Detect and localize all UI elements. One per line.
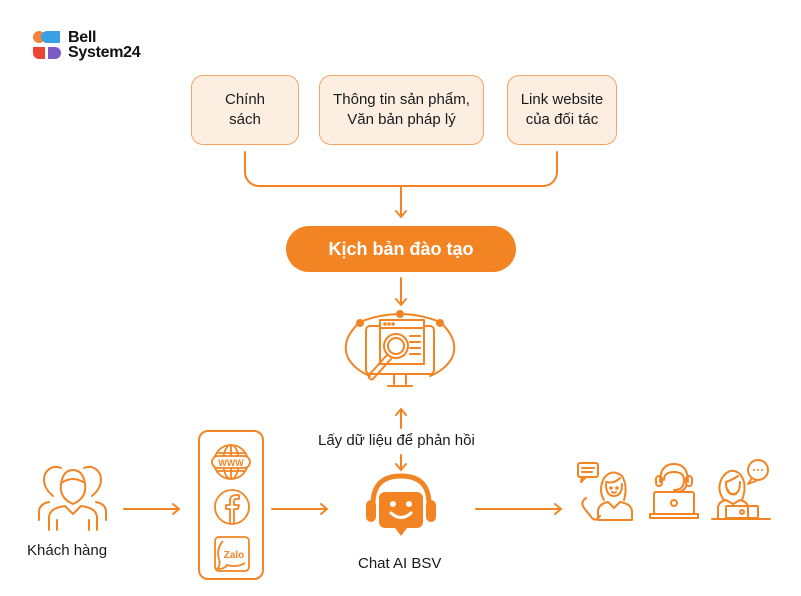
source-box-partner-links: Link website của đối tác (507, 75, 617, 145)
agent-phone-icon (577, 462, 633, 521)
www-text: WWW (218, 458, 244, 468)
customer-label: Khách hàng (27, 542, 108, 559)
customer-group-icon (38, 465, 107, 531)
channels-panel: WWW Zalo (198, 430, 264, 580)
zalo-text: Zalo (224, 550, 245, 561)
agent-laptop-headset-icon (649, 463, 699, 519)
monitor-search-icon (344, 310, 456, 387)
training-script-pill: Kịch bản đào tạo (286, 226, 516, 272)
bracket-connector (244, 151, 558, 187)
agent-chat-laptop-icon (711, 459, 771, 520)
zalo-icon[interactable]: Zalo (213, 535, 251, 573)
chatbot-label: Chat AI BSV (358, 555, 442, 572)
source-label-line2: Văn bản pháp lý (347, 111, 456, 128)
www-globe-icon[interactable]: WWW (211, 442, 251, 482)
source-label-line1: Chính (224, 91, 266, 108)
brand-name-line1: Bell (68, 29, 97, 46)
training-script-label: Kịch bản đào tạo (328, 238, 474, 259)
source-box-policy: Chính sách (191, 75, 299, 145)
brand-name-line2: System24 (68, 44, 141, 61)
facebook-icon[interactable] (212, 487, 252, 527)
data-retrieval-label: Lấy dữ liệu để phản hồi (318, 432, 475, 449)
source-label-line2: của đối tác (525, 111, 599, 128)
source-label-line1: Thông tin sản phẩm, (333, 91, 470, 108)
source-label-line2: sách (229, 111, 261, 128)
source-label-line1: Link website (520, 91, 604, 108)
source-box-product-info: Thông tin sản phẩm, Văn bản pháp lý (319, 75, 484, 145)
chatbot-headset-icon (366, 473, 436, 536)
brand-logo-mark (33, 31, 61, 59)
